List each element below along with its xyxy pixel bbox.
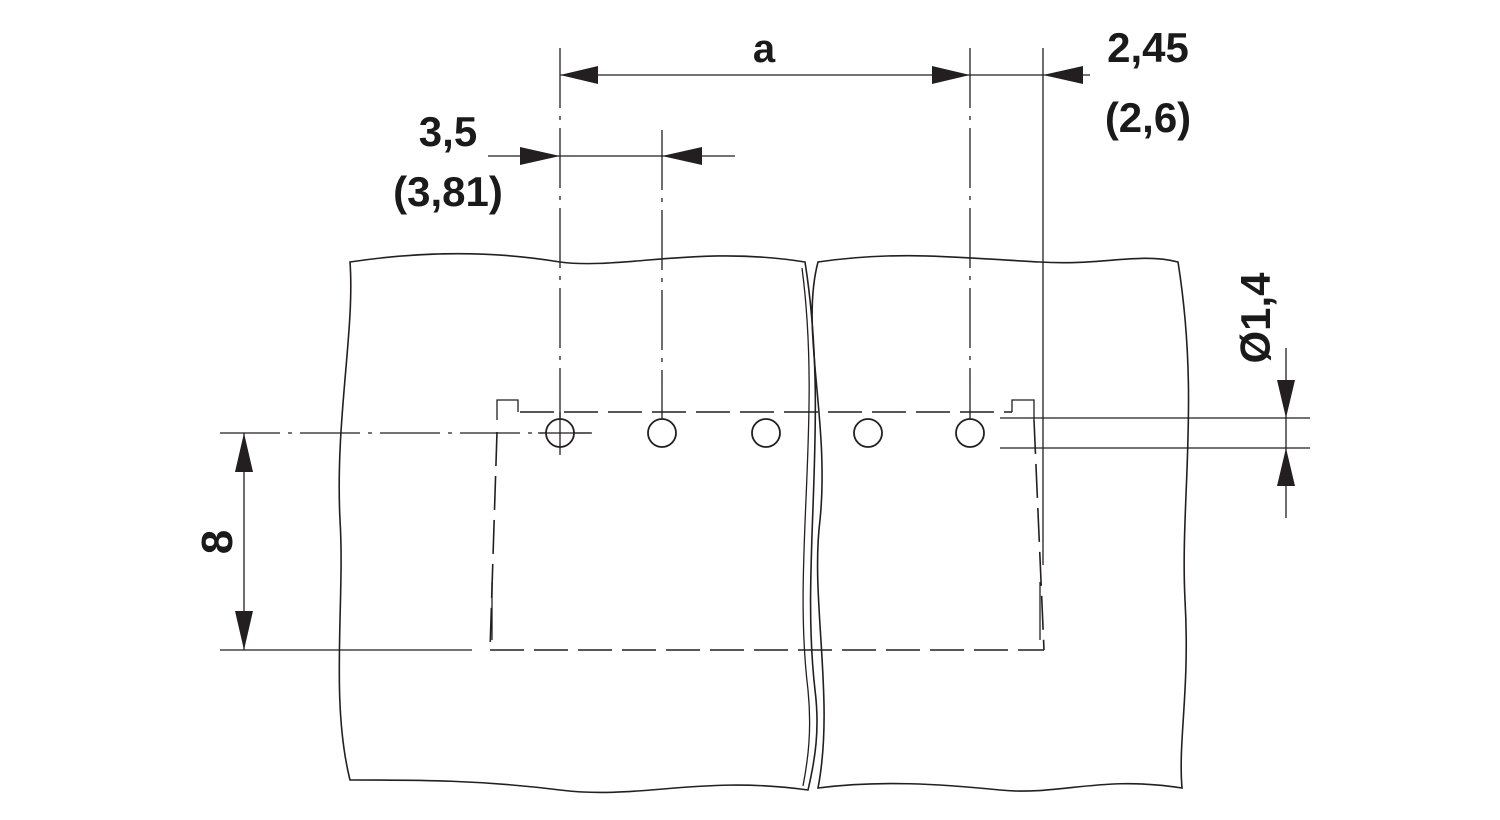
dimension-edge-offset: 2,45 (2,6) — [970, 24, 1191, 141]
edge-offset-main-label: 2,45 — [1107, 24, 1189, 71]
hole-2 — [647, 418, 677, 448]
dimension-pin-pitch: 3,5 (3,81) — [393, 108, 735, 215]
pin-pitch-main-label: 3,5 — [419, 108, 477, 155]
hole-5 — [955, 418, 985, 448]
dimension-a: a — [560, 27, 970, 84]
footprint-outline — [489, 399, 1045, 651]
pin-pitch-alt-label: (3,81) — [393, 168, 503, 215]
pcb-panel-right — [811, 254, 1190, 792]
pcb-panel-left — [338, 252, 818, 794]
row-offset-label: 8 — [193, 530, 242, 554]
diameter-extension-lines — [1000, 417, 1310, 449]
extension-lines — [559, 48, 1044, 565]
pcb-break-line — [801, 267, 811, 787]
dimension-a-label: a — [753, 27, 776, 71]
hole-4 — [853, 418, 883, 448]
hole-row — [538, 412, 985, 455]
hole-diameter-label: Ø1,4 — [1232, 272, 1279, 364]
hole-3 — [751, 418, 781, 448]
edge-offset-alt-label: (2,6) — [1105, 94, 1191, 141]
dimension-hole-diameter: Ø1,4 — [1232, 272, 1295, 518]
dimension-row-offset: 8 — [193, 433, 253, 650]
